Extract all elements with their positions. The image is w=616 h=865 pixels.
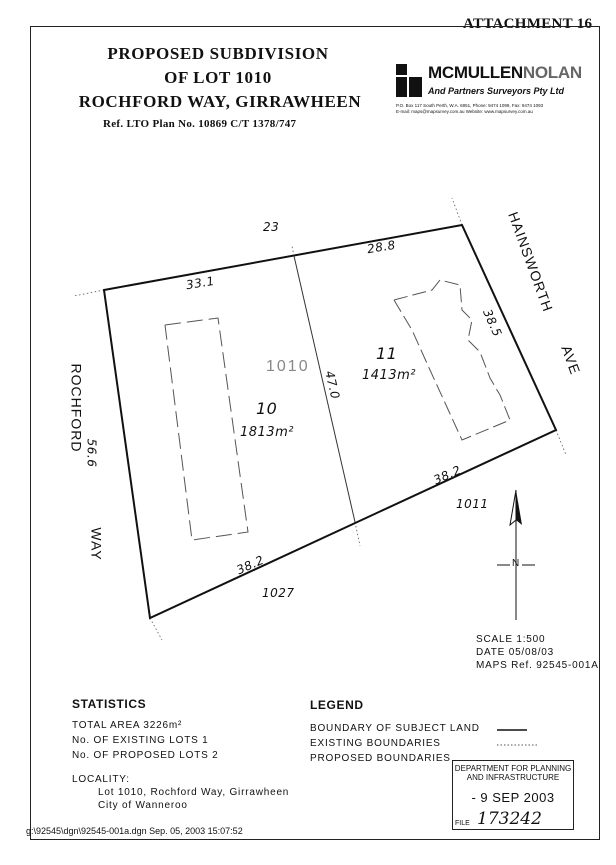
firm-contact: P.O. Box 117 South Perth, W.A. 6951, Pho… — [396, 103, 586, 115]
plan-reference: Ref. LTO Plan No. 10869 C/T 1378/747 — [103, 118, 297, 130]
department-stamp: DEPARTMENT FOR PLANNING AND INFRASTRUCTU… — [452, 760, 574, 830]
firm-name-dark: MCMULLEN — [428, 63, 523, 82]
neighbour-lot-23: 23 — [263, 220, 280, 234]
maps-reference: MAPS Ref. 92545-001A — [476, 660, 599, 671]
scale-value: SCALE 1:500 — [476, 634, 546, 645]
legend-existing-boundaries: EXISTING BOUNDARIES — [310, 738, 441, 749]
existing-lots: No. OF EXISTING LOTS 1 — [72, 735, 209, 746]
building-outline-lot-11 — [393, 279, 511, 441]
lot-10-area: 1813m² — [240, 425, 294, 440]
legend-proposed-boundaries: PROPOSED BOUNDARIES — [310, 753, 451, 764]
stamp-line-1: DEPARTMENT FOR PLANNING — [454, 764, 572, 773]
firm-name-light: NOLAN — [522, 63, 582, 82]
lot-10-number: 10 — [256, 399, 278, 418]
firm-logo-icon — [396, 64, 422, 97]
subject-land-boundary — [102, 223, 558, 620]
building-outline-lot-10 — [164, 317, 249, 541]
street-name-way: WAY — [88, 527, 105, 561]
north-arrow-icon — [497, 489, 535, 620]
proposed-lots: No. OF PROPOSED LOTS 2 — [72, 750, 219, 761]
neighbour-lot-1011: 1011 — [456, 497, 489, 511]
scale-info: SCALE 1:500 DATE 05/08/03 MAPS Ref. 9254… — [476, 633, 599, 672]
street-name-rochford: ROCHFORD — [68, 363, 85, 453]
firm-contact-line-1: P.O. Box 117 South Perth, W.A. 6951, Pho… — [396, 103, 544, 108]
title-line-1: PROPOSED SUBDIVISION — [107, 44, 329, 63]
stamp-line-2: AND INFRASTRUCTURE — [466, 773, 560, 782]
file-path-footer: g:\92545\dgn\92545-001a.dgn Sep. 05, 200… — [26, 826, 243, 836]
legend-heading: LEGEND — [310, 698, 364, 712]
original-lot-number: 1010 — [266, 358, 310, 375]
locality-line-1: Lot 1010, Rochford Way, Girrawheen — [98, 787, 290, 798]
proposed-boundary-line — [293, 255, 356, 523]
statistics-heading: STATISTICS — [72, 697, 147, 711]
firm-name: MCMULLENNOLAN — [428, 63, 582, 83]
total-area: TOTAL AREA 3226m² — [72, 720, 183, 731]
legend-subject-land: BOUNDARY OF SUBJECT LAND — [310, 723, 480, 734]
locality-block: LOCALITY: Lot 1010, Rochford Way, Girraw… — [72, 773, 289, 812]
stamp-date: - 9 SEP 2003 — [471, 790, 555, 805]
neighbour-lot-1027: 1027 — [262, 586, 295, 600]
attachment-label: ATTACHMENT 16 — [463, 16, 593, 32]
scale-date: DATE 05/08/03 — [476, 647, 555, 658]
stamp-file-label: FILE — [455, 820, 470, 827]
stamp-file-number: 173242 — [477, 809, 542, 829]
drawing-frame — [30, 26, 600, 840]
legend-block: BOUNDARY OF SUBJECT LAND EXISTING BOUNDA… — [310, 721, 480, 766]
title-line-3: ROCHFORD WAY, GIRRAWHEEN — [78, 92, 362, 111]
title-line-2: OF LOT 1010 — [164, 68, 272, 87]
firm-contact-line-2: E-mail: maps@mapsurvey.com.au Website: w… — [396, 109, 533, 114]
lot-11-number: 11 — [376, 344, 398, 363]
firm-subtitle: And Partners Surveyors Pty Ltd — [428, 86, 565, 96]
lot-11-area: 1413m² — [362, 368, 416, 383]
locality-line-2: City of Wanneroo — [98, 800, 188, 811]
dimension-left-side: 56.6 — [84, 438, 99, 468]
north-label: N — [512, 558, 520, 569]
locality-label: LOCALITY: — [72, 774, 130, 785]
statistics-block: TOTAL AREA 3226m² No. OF EXISTING LOTS 1… — [72, 718, 219, 763]
